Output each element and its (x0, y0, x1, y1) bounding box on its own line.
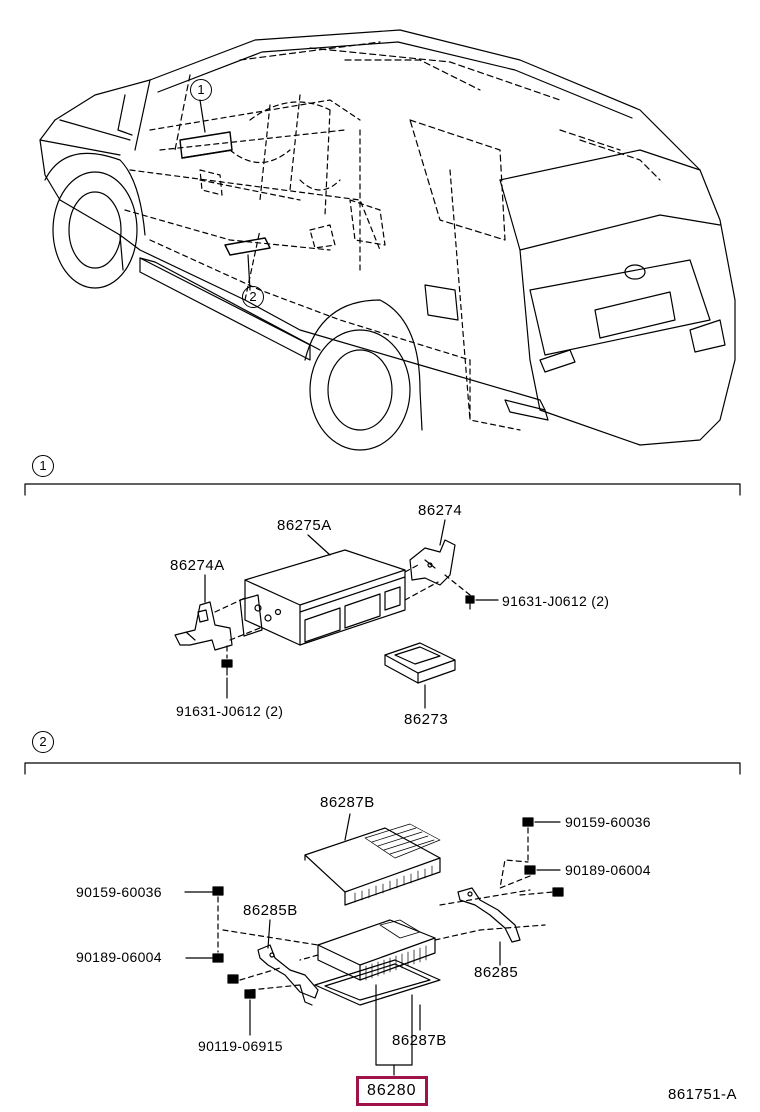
bracket-left-2-drawing (258, 945, 318, 1005)
part-label-bolt-left: 90159-60036 (76, 884, 162, 900)
diagram-id: 861751-A (668, 1086, 738, 1103)
section-1-frame (25, 484, 740, 495)
bracket-right-drawing (410, 540, 455, 585)
part-label-86287b-bottom: 86287B (392, 1032, 447, 1049)
part-label-86273: 86273 (404, 711, 449, 728)
screw-left-drawing (222, 660, 232, 675)
vehicle-illustration (40, 30, 735, 450)
amplifier-drawing (318, 920, 435, 980)
part-label-86274a: 86274A (170, 557, 225, 574)
bracket-right-2-drawing (458, 888, 520, 942)
part-label-screw-bottom: 90119-06915 (198, 1038, 283, 1054)
part-label-86275a: 86275A (277, 517, 332, 534)
section-1-leader-lines (205, 520, 498, 708)
section-2-frame (25, 763, 740, 774)
fasteners-section-2 (213, 818, 563, 998)
part-label-86274: 86274 (418, 502, 463, 519)
part-label-86280-highlighted[interactable]: 86280 (356, 1076, 428, 1106)
part-label-86285: 86285 (474, 964, 519, 981)
part-label-nut-left: 90189-06004 (76, 949, 162, 965)
part-label-nut-right: 90189-06004 (565, 862, 651, 878)
section-1-marker: 1 (32, 455, 54, 477)
section-2-marker: 2 (32, 731, 54, 753)
cover-bottom-drawing (315, 960, 440, 1005)
part-label-86285b: 86285B (243, 902, 298, 919)
cd-changer-drawing (240, 550, 405, 645)
section-2-leader-lines (185, 814, 560, 1075)
cover-top-drawing (305, 824, 440, 905)
screw-right-drawing (466, 596, 474, 609)
part-label-screw-left: 91631-J0612 (2) (176, 703, 284, 719)
bracket-left-drawing (175, 602, 232, 650)
callout-2: 2 (242, 286, 264, 308)
part-label-screw-right: 91631-J0612 (2) (502, 593, 610, 609)
part-label-86287b-top: 86287B (320, 794, 375, 811)
callout-1: 1 (190, 79, 212, 101)
part-label-bolt-top-right: 90159-60036 (565, 814, 651, 830)
module-drawing (385, 643, 455, 683)
